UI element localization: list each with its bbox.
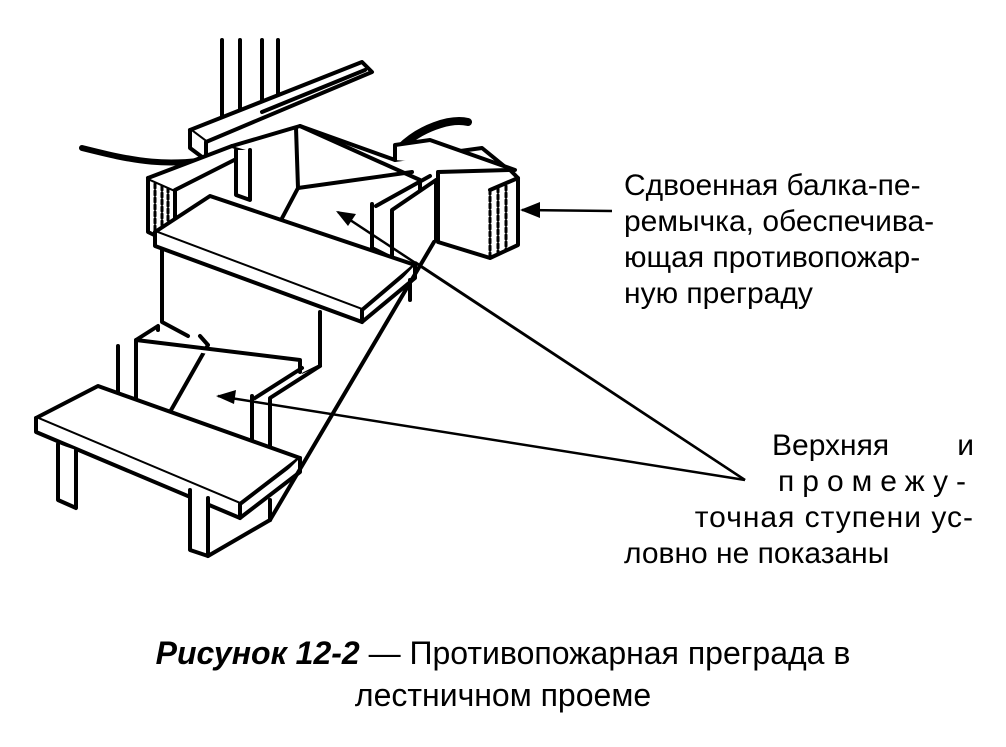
arrowhead-beam (520, 202, 540, 218)
diagonal-stringer (268, 240, 436, 522)
steps-label-word: Верхняя (772, 429, 890, 462)
figure-caption: Рисунок 12-2 — Противопожарная преграда … (0, 632, 1006, 716)
steps-label-word: и (957, 429, 974, 462)
beam-label: Сдвоенная балка-пе- ремычка, обеспечива-… (624, 168, 934, 312)
arrowheads (216, 202, 540, 404)
beam-label-line: ющая противопожар- (624, 241, 921, 274)
handrail (188, 60, 374, 162)
upper-tread (153, 194, 417, 324)
lower-legs (56, 442, 272, 558)
leader-step-lower (217, 394, 746, 482)
caption-line-1: Рисунок 12-2 — Противопожарная преграда … (0, 632, 1006, 674)
beam-label-line: Сдвоенная балка-пе- (624, 169, 921, 202)
lower-stringer (116, 324, 322, 466)
steps-label-line: промежу- (778, 465, 974, 498)
steps-label: Верхняя и промежу- точная ступени ус- ло… (624, 428, 974, 572)
beam-label-line: ную преграду (624, 277, 813, 310)
upper-stringers (234, 126, 438, 260)
leader-lines (217, 208, 746, 482)
steps-label-line: точная ступени ус- (694, 501, 974, 534)
steps-label-line: ловно не показаны (624, 537, 890, 570)
double-beam-right (436, 168, 520, 260)
staircase-fire-barrier-diagram (34, 38, 746, 558)
caption-title-part1: — Противопожарная преграда в (359, 635, 851, 671)
caption-figure-number: Рисунок 12-2 (155, 635, 360, 671)
caption-title-part2: лестничном проеме (354, 677, 652, 713)
arrowhead-step-upper (336, 211, 356, 226)
steps-label-line: Верхняя и (624, 428, 974, 464)
arrowhead-step-lower (216, 390, 236, 404)
leader-to-stringer (414, 260, 746, 482)
beam-label-line: ремычка, обеспечива- (624, 205, 935, 238)
